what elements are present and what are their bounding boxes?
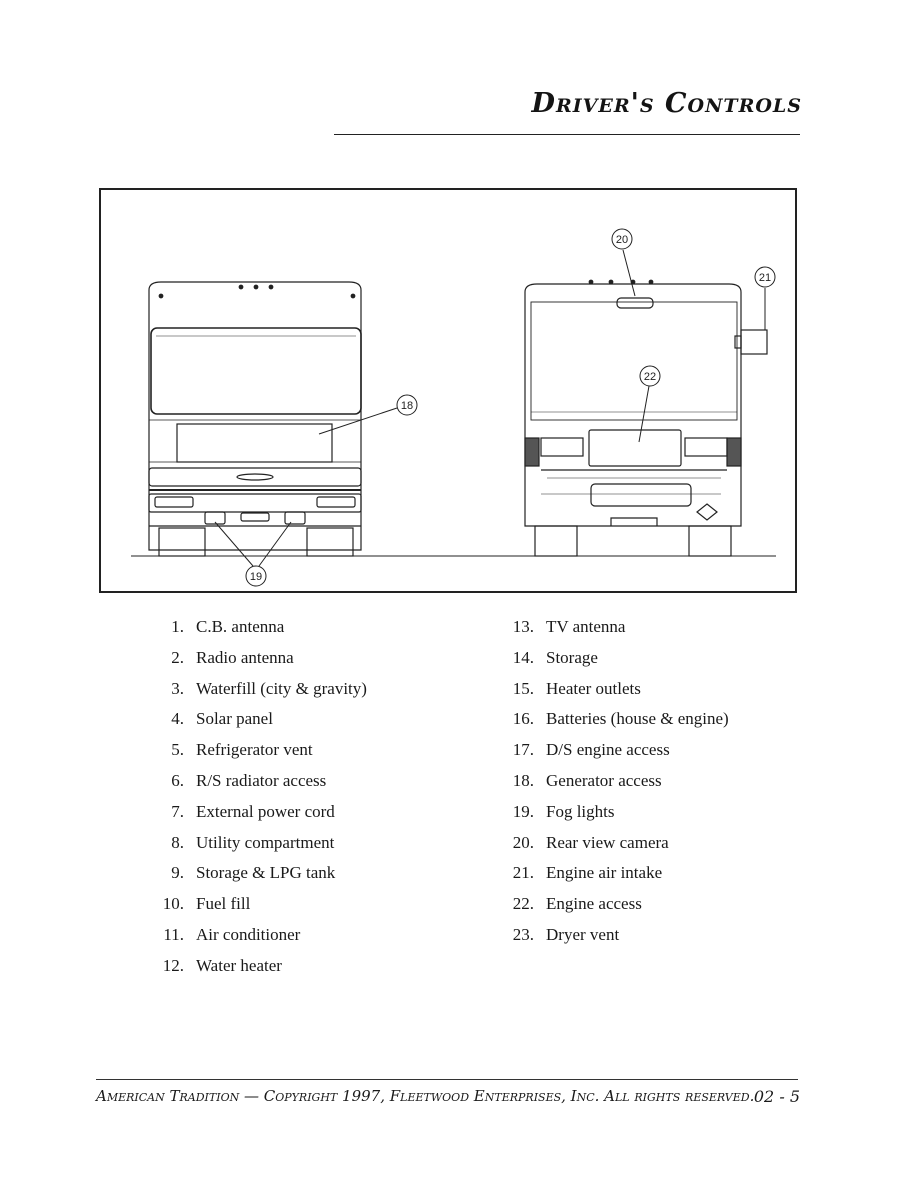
legend-item: 2.Radio antenna (171, 647, 294, 667)
legend-item: 12.Water heater (162, 955, 282, 975)
legend-list-right: 13.TV antenna 14.Storage 15.Heater outle… (500, 612, 729, 951)
legend-item: 1.C.B. antenna (171, 617, 285, 636)
header-divider (334, 134, 800, 135)
legend-item: 7.External power cord (171, 801, 335, 821)
legend-item: 10.Fuel fill (162, 894, 251, 914)
rv-front-rear-figure: 18 19 20 21 22 (99, 188, 797, 593)
rv-front-view (148, 281, 362, 557)
legend-item: 15.Heater outlets (512, 678, 641, 698)
legend-item: 20.Rear view camera (512, 832, 669, 852)
legend-list-left: 1.C.B. antenna 2.Radio antenna 3.Waterfi… (150, 612, 367, 982)
legend-item: 17.D/S engine access (512, 740, 670, 760)
legend-item: 18.Generator access (512, 770, 662, 790)
legend-item: 22.Engine access (512, 894, 642, 914)
callout-22: 22 (638, 365, 661, 443)
callout-20-label: 20 (616, 234, 628, 246)
legend-item: 23.Dryer vent (512, 924, 620, 944)
callout-19-label: 19 (250, 571, 262, 583)
legend-item: 14.Storage (512, 647, 598, 667)
rv-illustration: 18 19 20 21 22 (131, 228, 776, 587)
callout-21: 21 (754, 266, 776, 330)
page-number: 02 - 5 (753, 1087, 800, 1106)
callout-22-label: 22 (644, 371, 656, 383)
legend-item: 16.Batteries (house & engine) (512, 709, 729, 729)
legend-item: 4.Solar panel (171, 709, 273, 729)
page-title: Driver's Controls (531, 88, 802, 119)
legend-item: 3.Waterfill (city & gravity) (171, 678, 367, 698)
callout-18: 18 (318, 394, 418, 435)
legend-item: 6.R/S radiator access (171, 770, 327, 790)
legend-item: 8.Utility compartment (171, 832, 335, 852)
callout-18-label: 18 (401, 400, 413, 412)
legend-item: 19.Fog lights (512, 801, 615, 821)
footer-divider (96, 1079, 798, 1080)
legend-item: 21.Engine air intake (512, 863, 663, 883)
legend-item: 13.TV antenna (512, 617, 626, 636)
callout-21-label: 21 (759, 272, 771, 284)
callout-20: 20 (611, 228, 636, 297)
footer-copyright: American Tradition — Copyright 1997, Fle… (96, 1087, 755, 1105)
callout-19: 19 (214, 521, 292, 587)
legend-item: 11.Air conditioner (163, 924, 301, 944)
legend-item: 5.Refrigerator vent (171, 740, 313, 760)
rv-rear-view (524, 279, 768, 557)
legend-item: 9.Storage & LPG tank (171, 863, 336, 883)
